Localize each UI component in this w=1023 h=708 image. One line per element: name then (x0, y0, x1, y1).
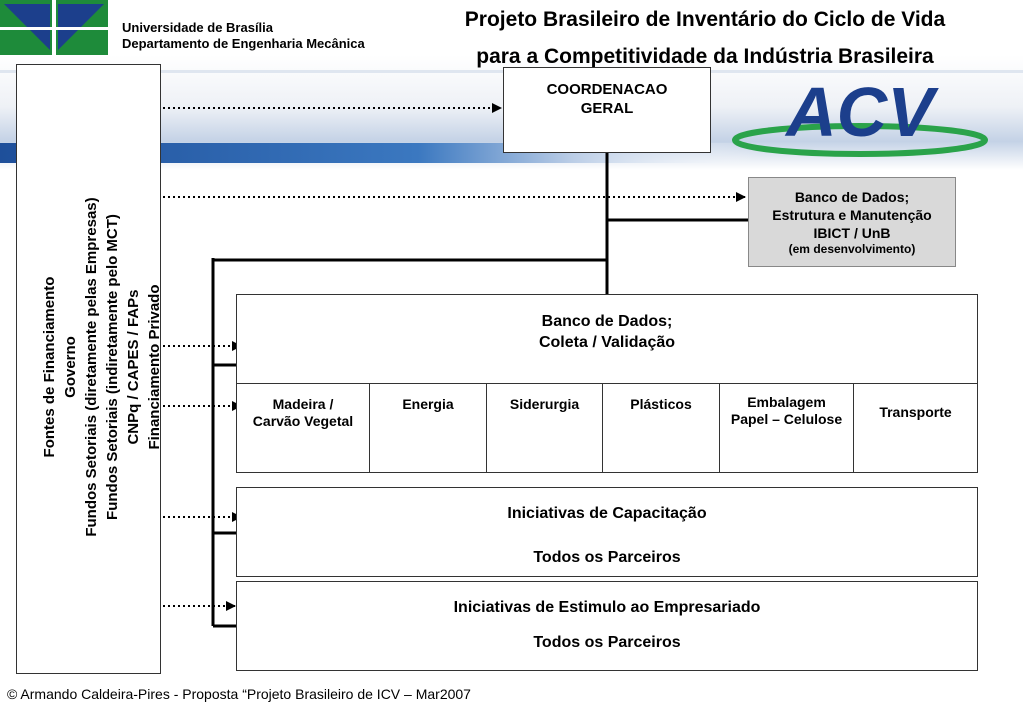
funding-line: Financiamento Privado (146, 284, 163, 450)
sector-label: Papel – Celulose (730, 411, 843, 427)
funding-sources-box (16, 64, 161, 674)
sector-label: Siderurgia (509, 396, 580, 412)
funding-line: Governo (62, 336, 79, 398)
acv-logo: ACV (732, 78, 988, 157)
department-name: Departamento de Engenharia Mecânica (122, 36, 365, 51)
acv-logo-text: ACV (784, 78, 939, 151)
stimulus-title: Iniciativas de Estimulo ao Empresariado (453, 599, 761, 616)
database-structure-line4: (em desenvolvimento) (788, 242, 916, 256)
funding-sources-text: Fontes de Financiamento Governo Fundos S… (39, 57, 163, 677)
sector-cell-wood: Madeira / Carvão Vegetal (237, 384, 370, 472)
coordination-line2: GERAL (580, 100, 634, 117)
coordination-box: COORDENACAO GERAL (503, 67, 711, 153)
sector-cell-steel: Siderurgia (487, 384, 603, 472)
capacitation-title: Iniciativas de Capacitação (507, 505, 707, 522)
database-structure-box: Banco de Dados; Estrutura e Manutenção I… (748, 177, 956, 267)
capacitation-subtitle: Todos os Parceiros (533, 549, 681, 566)
stimulus-subtitle: Todos os Parceiros (533, 634, 681, 651)
sector-label: Embalagem (747, 394, 826, 410)
database-structure-line1: Banco de Dados; (794, 189, 910, 205)
data-collection-line1: Banco de Dados; (541, 313, 673, 330)
sector-cell-packaging: Embalagem Papel – Celulose (720, 384, 854, 472)
database-structure-line2: Estrutura e Manutenção (772, 207, 932, 223)
capacitation-box: Iniciativas de Capacitação Todos os Parc… (236, 487, 978, 577)
funding-line: Fundos Setoriais (diretamente pelas Empr… (83, 197, 100, 537)
sector-label: Energia (402, 396, 454, 412)
coordination-line1: COORDENACAO (546, 81, 668, 98)
sector-label: Transporte (879, 404, 952, 420)
unb-logo (0, 0, 108, 55)
sectors-row: Madeira / Carvão Vegetal Energia Siderur… (236, 383, 978, 473)
sector-cell-energy: Energia (370, 384, 487, 472)
sector-label: Carvão Vegetal (252, 413, 354, 429)
data-collection-line2: Coleta / Validação (538, 334, 676, 351)
footer-copyright: © Armando Caldeira-Pires - Proposta “Pro… (7, 686, 471, 702)
funding-line: CNPq / CAPES / FAPs (125, 289, 142, 445)
page-title-line2: para a Competitividade da Indústria Bras… (476, 45, 934, 68)
university-name: Universidade de Brasília (122, 20, 274, 35)
sector-label: Madeira / (272, 396, 334, 412)
stimulus-box: Iniciativas de Estimulo ao Empresariado … (236, 581, 978, 671)
data-collection-box: Banco de Dados; Coleta / Validação (236, 294, 978, 384)
sector-cell-transport: Transporte (854, 384, 977, 472)
sector-label: Plásticos (630, 396, 692, 412)
database-structure-line3: IBICT / UnB (813, 225, 891, 241)
page-title-line1: Projeto Brasileiro de Inventário do Cicl… (464, 8, 946, 31)
funding-line: Fontes de Financiamento (41, 276, 58, 458)
sector-cell-plastics: Plásticos (603, 384, 720, 472)
funding-line: Fundos Setoriais (indiretamente pelo MCT… (104, 214, 121, 520)
